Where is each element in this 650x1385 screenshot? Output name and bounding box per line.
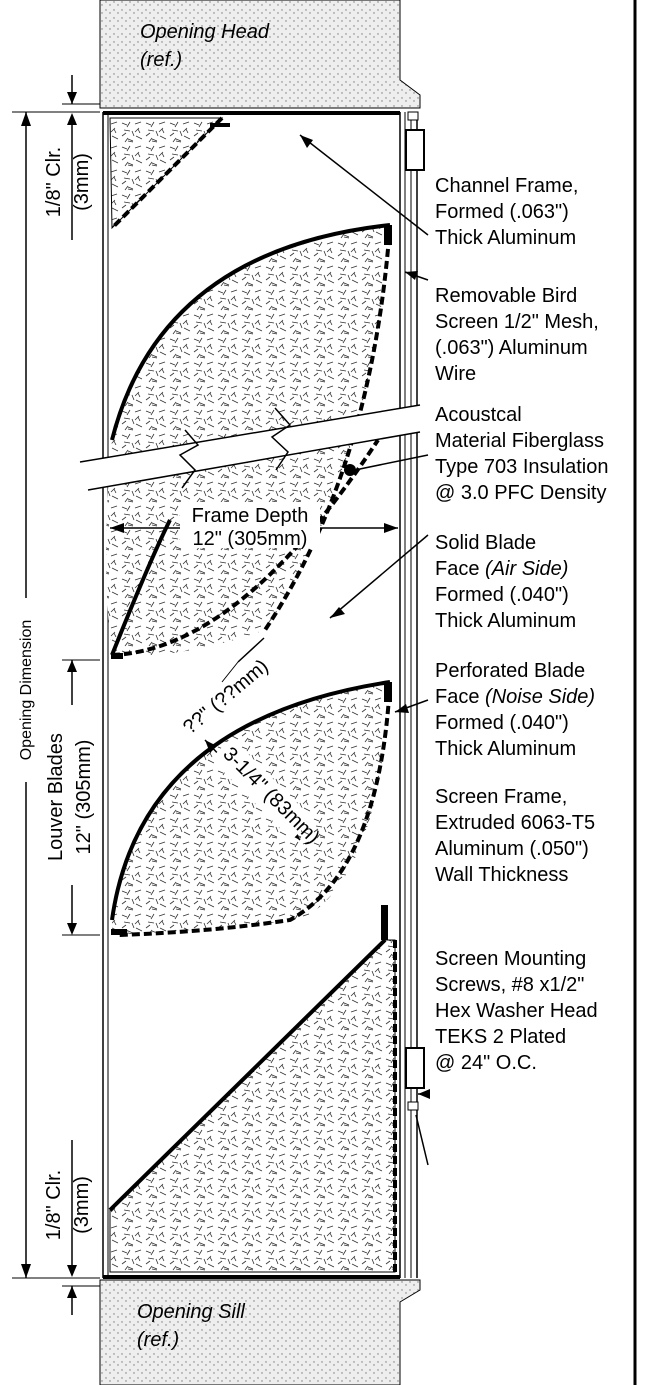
svg-text:TEKS 2 Plated: TEKS 2 Plated	[435, 1026, 566, 1048]
bird-screen	[399, 111, 425, 1278]
svg-text:Screen 1/2" Mesh,: Screen 1/2" Mesh,	[435, 311, 599, 333]
svg-text:Channel Frame,: Channel Frame,	[435, 175, 578, 197]
bottom-insulation-wedge	[108, 905, 397, 1273]
callout-screen-frame: Screen Frame, Extruded 6063-T5 Aluminum …	[435, 786, 595, 886]
svg-text:Hex Washer Head: Hex Washer Head	[435, 1000, 598, 1022]
opening-dimension-label: Opening Dimension	[18, 620, 35, 761]
svg-text:Screen Frame,: Screen Frame,	[435, 786, 567, 808]
svg-text:Formed (.040"): Formed (.040")	[435, 584, 569, 606]
callout-solid-blade-face: Solid Blade Face (Air Side) Formed (.040…	[435, 532, 576, 632]
svg-text:Face (Air Side): Face (Air Side)	[435, 558, 568, 580]
svg-text:Formed (.063"): Formed (.063")	[435, 201, 569, 223]
opening-sill: Opening Sill (ref.)	[99, 1279, 421, 1385]
svg-text:Type 703 Insulation: Type 703 Insulation	[435, 456, 608, 478]
louver-blades-dimension: Louver Blades 12" (305mm)	[42, 659, 100, 936]
svg-text:Extruded 6063-T5: Extruded 6063-T5	[435, 812, 595, 834]
opening-head-ref: (ref.)	[140, 49, 182, 71]
svg-text:(.063") Aluminum: (.063") Aluminum	[435, 337, 588, 359]
svg-text:Thick Aluminum: Thick Aluminum	[435, 738, 576, 760]
frame-depth-dimension: Frame Depth 12" (305mm)	[110, 502, 398, 550]
callout-leaders	[299, 134, 430, 1166]
svg-text:Wire: Wire	[435, 363, 476, 385]
bottom-clearance-mm: (3mm)	[71, 1176, 93, 1234]
svg-text:Formed (.040"): Formed (.040")	[435, 712, 569, 734]
bottom-clearance-dimension: 1/8" Clr. (3mm)	[43, 1140, 100, 1315]
bottom-clearance-label: 1/8" Clr.	[43, 1170, 65, 1240]
callout-mounting-screws: Screen Mounting Screws, #8 x1/2" Hex Was…	[435, 948, 598, 1074]
callout-bird-screen: Removable Bird Screen 1/2" Mesh, (.063")…	[435, 285, 599, 385]
opening-sill-title: Opening Sill	[137, 1301, 245, 1323]
top-clearance-mm: (3mm)	[71, 153, 93, 211]
lower-louver-blade	[110, 680, 392, 937]
callout-acoustical-material: Acoustcal Material Fiberglass Type 703 I…	[435, 404, 608, 504]
svg-text:Screws, #8 x1/2": Screws, #8 x1/2"	[435, 974, 584, 996]
svg-text:@ 24" O.C.: @ 24" O.C.	[435, 1052, 537, 1074]
svg-text:Aluminum (.050"): Aluminum (.050")	[435, 838, 589, 860]
top-insulation-wedge	[109, 116, 230, 230]
louver-blades-size: 12" (305mm)	[73, 740, 95, 855]
svg-text:Thick Aluminum: Thick Aluminum	[435, 610, 576, 632]
top-clearance-dimension: 1/8" Clr. (3mm)	[43, 75, 100, 240]
svg-text:Screen Mounting: Screen Mounting	[435, 948, 586, 970]
svg-text:Thick Aluminum: Thick Aluminum	[435, 227, 576, 249]
svg-text:Material Fiberglass: Material Fiberglass	[435, 430, 604, 452]
svg-text:Removable Bird: Removable Bird	[435, 285, 577, 307]
frame-depth-size: 12" (305mm)	[193, 528, 308, 550]
opening-sill-ref: (ref.)	[137, 1329, 179, 1351]
opening-head-title: Opening Head	[140, 21, 270, 43]
svg-text:Face (Noise Side): Face (Noise Side)	[435, 686, 595, 708]
svg-text:Wall Thickness: Wall Thickness	[435, 864, 568, 886]
callout-channel-frame: Channel Frame, Formed (.063") Thick Alum…	[435, 175, 578, 249]
svg-text:Perforated Blade: Perforated Blade	[435, 660, 585, 682]
callout-perforated-blade-face: Perforated Blade Face (Noise Side) Forme…	[435, 660, 595, 760]
opening-head: Opening Head (ref.)	[99, 0, 421, 109]
svg-text:Solid Blade: Solid Blade	[435, 532, 536, 554]
frame-depth-label: Frame Depth	[192, 505, 309, 527]
svg-text:Acoustcal: Acoustcal	[435, 404, 522, 426]
break-line	[79, 404, 421, 491]
louver-blades-label: Louver Blades	[45, 733, 67, 861]
svg-text:@ 3.0 PFC Density: @ 3.0 PFC Density	[435, 482, 606, 504]
top-clearance-label: 1/8" Clr.	[43, 147, 65, 217]
opening-dimension: Opening Dimension	[12, 111, 100, 1279]
